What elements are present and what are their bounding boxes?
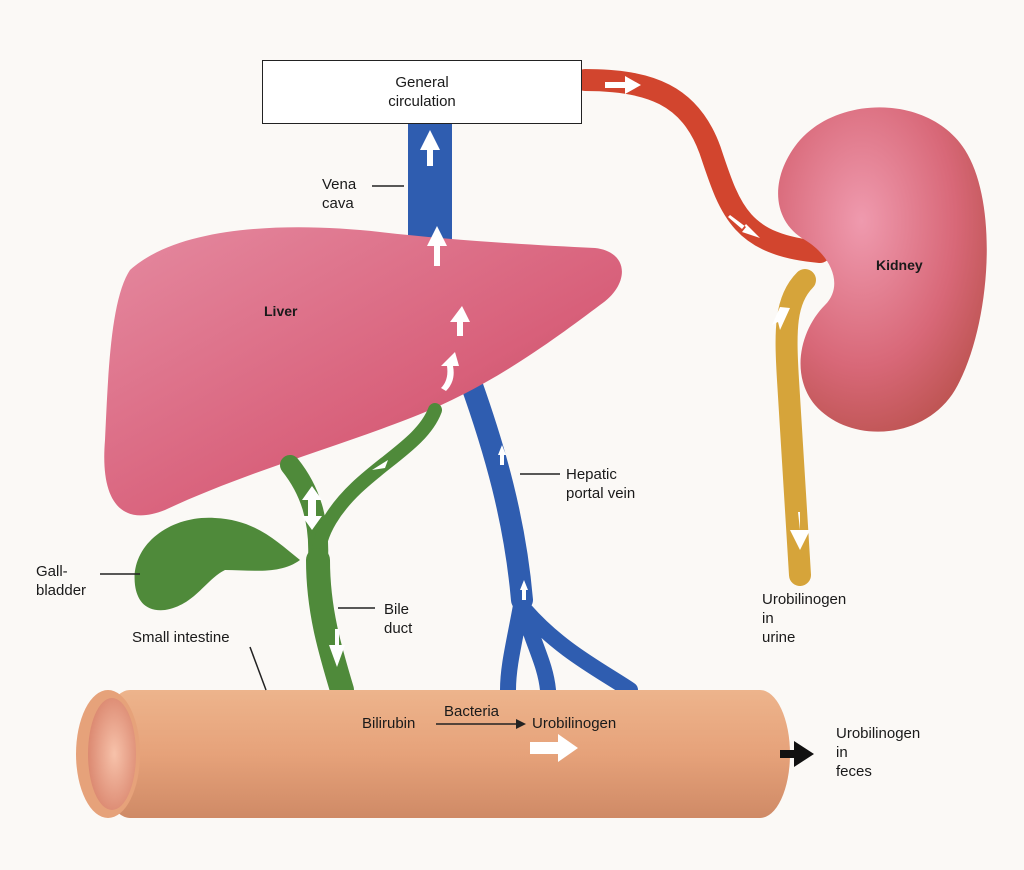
arrow-urine-1 [772, 307, 790, 330]
gallbladder-label: Gall- bladder [36, 562, 86, 600]
gallbladder-line2: bladder [36, 582, 87, 599]
bile-duct-label: Bile duct [384, 600, 412, 638]
leader-small-intestine [249, 646, 267, 691]
kidney-label: Kidney [876, 257, 923, 273]
gallbladder-shape [134, 517, 300, 611]
common-bile-duct [306, 548, 354, 702]
bilirubin-label: Bilirubin [362, 715, 416, 732]
urine-line1: Urobilinogen [762, 591, 847, 608]
arrow-vena-cava-2 [427, 226, 447, 266]
vena-cava-line1: Vena [322, 176, 357, 193]
flow-arrows [302, 76, 810, 762]
arrow-portal-2 [520, 580, 528, 600]
arrow-liver-2 [441, 352, 459, 391]
bile-duct-line1: Bile [384, 601, 410, 618]
bacteria-label: Bacteria [444, 703, 500, 720]
vena-cava-line2: cava [322, 195, 354, 212]
liver-label: Liver [264, 303, 298, 319]
bacteria-arrow-head [516, 719, 526, 729]
urine-line3: urine [762, 629, 796, 646]
arrow-bile-1 [302, 486, 322, 530]
arrow-urine-2 [790, 512, 810, 550]
urine-line2: in [762, 610, 774, 627]
feces-line2: in [836, 744, 848, 761]
general-circulation-box: General circulation [262, 60, 582, 124]
hepatic-portal-line2: portal vein [566, 485, 636, 502]
arrow-liver-1 [450, 306, 470, 336]
arrow-artery-2 [728, 215, 760, 238]
arrow-artery-1 [605, 76, 641, 94]
liver-shape [104, 227, 622, 516]
arrow-bile-2 [329, 629, 345, 667]
general-circulation-line1: General [395, 74, 449, 91]
kidney-shape [778, 107, 987, 432]
vena-cava-label: Vena cava [322, 175, 356, 213]
arrow-portal-1 [498, 445, 506, 465]
feces-line3: feces [836, 763, 872, 780]
urobilinogen-label: Urobilinogen [532, 715, 617, 732]
hepatic-portal-vein [459, 369, 533, 611]
hepatic-portal-vein-label: Hepatic portal vein [566, 465, 635, 503]
feces-line1: Urobilinogen [836, 725, 921, 742]
gallbladder-line1: Gall- [36, 563, 68, 580]
general-circulation-line2: circulation [388, 93, 456, 110]
intestine-lumen [88, 698, 136, 810]
arrow-bile-3 [372, 460, 388, 470]
small-intestine-label: Small intestine [132, 629, 230, 646]
urobilinogen-urine-label: Urobilinogen in urine [762, 590, 846, 647]
ureter [775, 269, 816, 586]
general-circulation-label: General circulation [388, 73, 456, 111]
hepatic-portal-line1: Hepatic [566, 466, 617, 483]
intestine-body [100, 690, 790, 818]
arrow-feces [780, 741, 814, 767]
arrow-intestine [530, 734, 578, 762]
portal-vein-branches [500, 592, 638, 698]
bile-duct-line2: duct [384, 620, 413, 637]
leader-lines [100, 185, 560, 725]
urobilinogen-feces-label: Urobilinogen in feces [836, 724, 920, 781]
arrow-vena-cava-1 [420, 130, 440, 166]
